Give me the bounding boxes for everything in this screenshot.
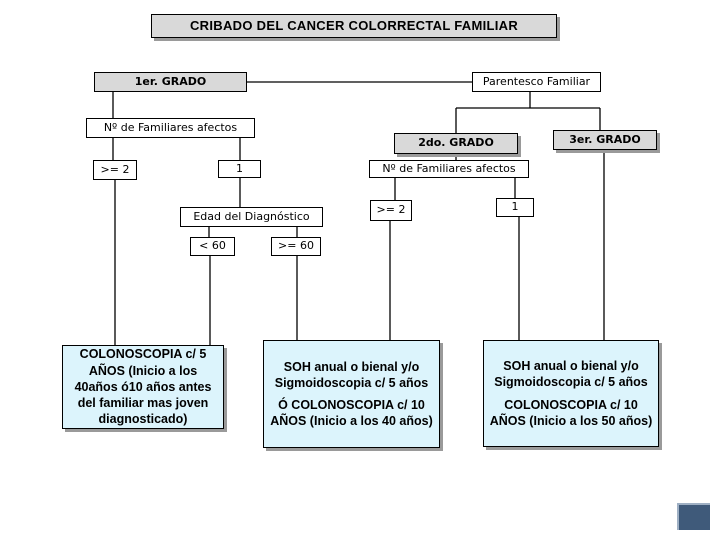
node-ge2-segundo: >= 2 <box>370 200 412 221</box>
node-segundo-grado: 2do. GRADO <box>394 133 518 154</box>
outcome-soh-50-line2: COLONOSCOPIA c/ 10 AÑOS (Inicio a los 50… <box>489 397 653 428</box>
node-ge2-primer: >= 2 <box>93 160 137 180</box>
node-num-familiares-2: Nº de Familiares afectos <box>369 160 529 178</box>
node-num-familiares-1: Nº de Familiares afectos <box>86 118 255 138</box>
node-edad-diagnostico: Edad del Diagnóstico <box>180 207 323 227</box>
node-lt60: < 60 <box>190 237 235 256</box>
outcome-soh-50-line1: SOH anual o bienal y/o Sigmoidoscopia c/… <box>494 359 648 390</box>
outcome-soh-40-line1: SOH anual o bienal y/o Sigmoidoscopia c/… <box>274 359 429 390</box>
outcome-soh-inicio-50: SOH anual o bienal y/o Sigmoidoscopia c/… <box>483 340 659 447</box>
node-tercer-grado: 3er. GRADO <box>553 130 657 150</box>
node-uno-primer: 1 <box>218 160 261 178</box>
node-parentesco-familiar: Parentesco Familiar <box>472 72 601 92</box>
node-ge60: >= 60 <box>271 237 321 256</box>
outcome-colonoscopia-text: COLONOSCOPIA c/ 5 AÑOS (Inicio a los 40a… <box>74 347 212 427</box>
diagram-title: CRIBADO DEL CANCER COLORRECTAL FAMILIAR <box>151 14 557 38</box>
outcome-soh-inicio-40: SOH anual o bienal y/o Sigmoidoscopia c/… <box>263 340 440 448</box>
node-uno-segundo: 1 <box>496 198 534 217</box>
slide-corner-block <box>677 503 710 530</box>
outcome-colonoscopia: COLONOSCOPIA c/ 5 AÑOS (Inicio a los 40a… <box>62 345 224 429</box>
outcome-soh-40-line2: Ó COLONOSCOPIA c/ 10 AÑOS (Inicio a los … <box>270 398 433 429</box>
node-primer-grado: 1er. GRADO <box>94 72 247 92</box>
